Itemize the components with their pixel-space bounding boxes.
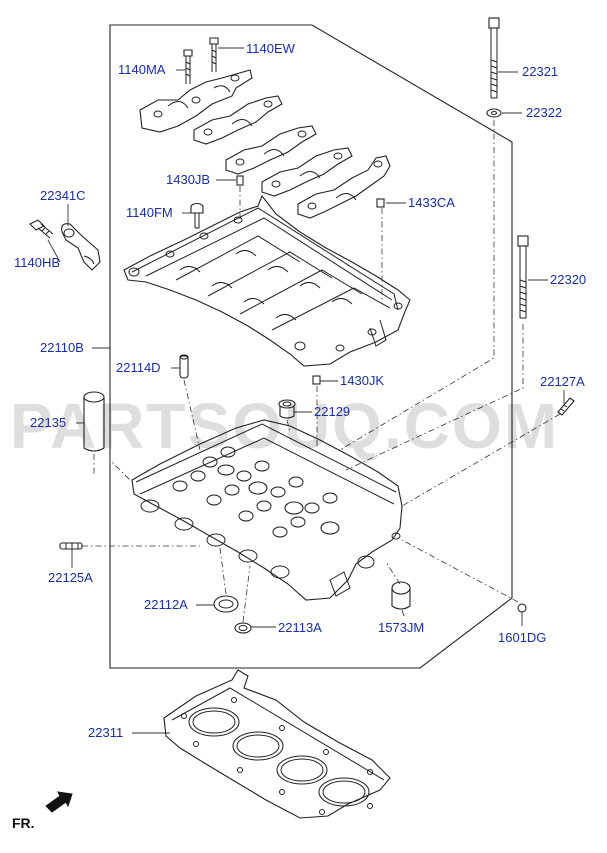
pin-22114d <box>179 354 189 379</box>
plug-22129 <box>278 399 296 419</box>
bolt-1140ma <box>183 49 193 84</box>
label-22125a[interactable]: 22125A <box>48 570 93 585</box>
label-22341c[interactable]: 22341C <box>40 188 86 203</box>
label-1140ew[interactable]: 1140EW <box>246 41 296 56</box>
label-22320[interactable]: 22320 <box>550 272 586 287</box>
head-bolt-22320 <box>517 235 529 319</box>
front-direction-label: FR. <box>12 815 35 831</box>
sleeve-22135 <box>83 391 105 452</box>
bolt-1140hb <box>29 219 54 239</box>
leader-lines <box>47 47 565 734</box>
label-1140hb[interactable]: 1140HB <box>14 255 60 270</box>
label-22321[interactable]: 22321 <box>522 64 558 79</box>
head-gasket-22311 <box>163 669 391 819</box>
pin-22127a <box>557 397 575 416</box>
label-22127a[interactable]: 22127A <box>540 374 585 389</box>
dowel-1433ca <box>376 198 385 208</box>
label-1430jb[interactable]: 1430JB <box>166 172 210 187</box>
label-1140fm[interactable]: 1140FM <box>126 205 173 220</box>
plug-1573jm <box>391 581 411 610</box>
assembly-frame <box>109 24 513 669</box>
head-bolt-22321 <box>488 17 500 99</box>
dowel-1430jk <box>312 375 321 385</box>
label-1433ca[interactable]: 1433CA <box>408 195 455 210</box>
washer-22322 <box>486 108 502 118</box>
label-22311[interactable]: 22311 <box>88 725 123 740</box>
label-22135[interactable]: 22135 <box>30 415 66 430</box>
bolt-1140ew <box>209 37 219 72</box>
seal-22113a <box>234 622 252 634</box>
label-1140ma[interactable]: 1140MA <box>118 62 166 77</box>
label-1573jm[interactable]: 1573JM <box>378 620 424 635</box>
label-22322[interactable]: 22322 <box>526 105 562 120</box>
watermark: PARTSOUQ.COM <box>10 390 559 462</box>
label-1601dg[interactable]: 1601DG <box>498 630 546 645</box>
pin-1601dg <box>517 603 527 613</box>
part-labels: 1140EW 1140MA 22321 22322 1430JB 22341C … <box>14 41 586 740</box>
seal-22112a <box>213 595 239 613</box>
label-1430jk[interactable]: 1430JK <box>340 373 384 388</box>
bolt-1140fm <box>190 202 204 229</box>
dowel-1430jb <box>236 175 244 186</box>
label-22114d[interactable]: 22114D <box>116 360 161 375</box>
bracket-22341c <box>61 223 101 271</box>
pin-22125a <box>59 542 83 550</box>
cylinder-head <box>131 419 403 601</box>
label-22129[interactable]: 22129 <box>314 404 350 419</box>
cam-bearing-caps <box>139 69 391 219</box>
label-22113a[interactable]: 22113A <box>278 620 322 635</box>
front-arrow-icon <box>45 791 73 813</box>
alignment-lines <box>82 120 561 623</box>
label-22112a[interactable]: 22112A <box>144 597 188 612</box>
label-22110b[interactable]: 22110B <box>40 340 84 355</box>
cam-carrier-22110b <box>123 194 411 367</box>
